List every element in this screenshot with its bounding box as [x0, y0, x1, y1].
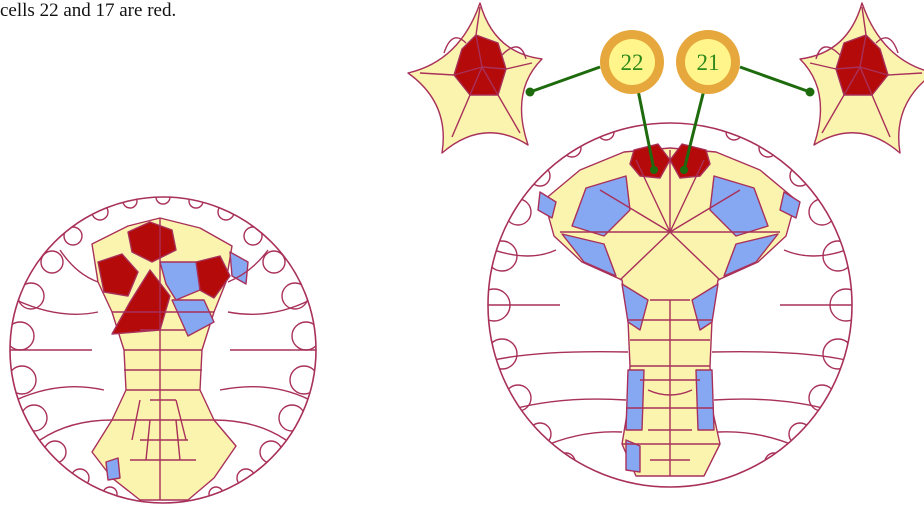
right-star-inset: [800, 3, 924, 153]
connector-dot-right: [806, 88, 815, 97]
left-tiling-disc: [6, 190, 320, 503]
right-blue-cell-9: [626, 440, 640, 472]
right-blue-cell-8: [696, 370, 714, 430]
left-blue-cell-4: [106, 458, 120, 480]
badge-22-number: 22: [621, 50, 644, 75]
connector-dot-left: [526, 88, 535, 97]
connector-21-right-star: [740, 67, 810, 92]
right-blue-cell-7: [626, 370, 644, 430]
right-tiling-disc: [478, 123, 862, 488]
badge-21-number: 21: [697, 50, 720, 75]
connector-22-left-star: [530, 67, 600, 92]
left-star-inset: [408, 3, 542, 153]
badge-22: 22: [600, 30, 664, 94]
badge-21: 21: [676, 30, 740, 94]
